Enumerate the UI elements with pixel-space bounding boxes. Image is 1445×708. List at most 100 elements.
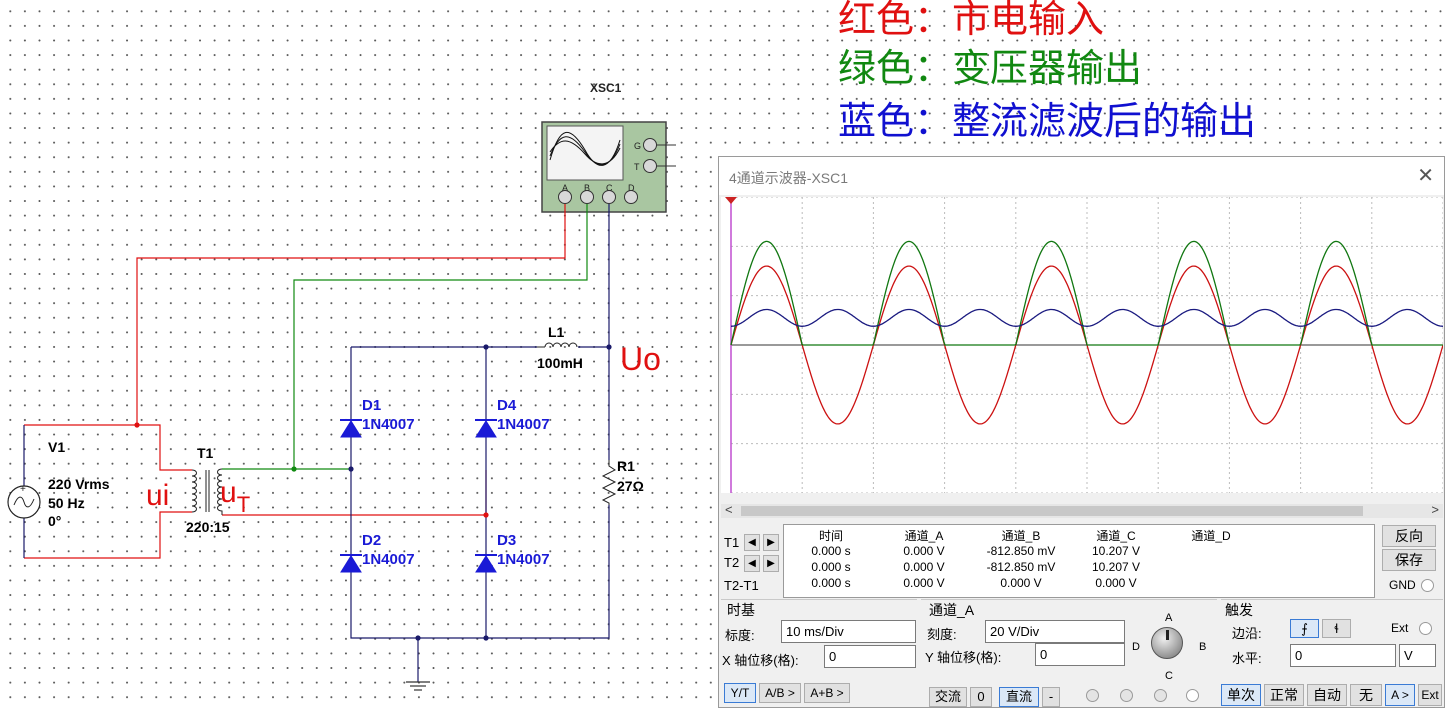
knob-label-a: A [1165, 612, 1173, 624]
oscilloscope-instrument[interactable]: G T A B C D [541, 121, 677, 213]
trigger-source-a-button[interactable]: A > [1385, 684, 1415, 706]
channel-radio-d[interactable] [1186, 689, 1199, 702]
knob-pointer [1166, 630, 1169, 640]
scope-horizontal-scrollbar[interactable]: < > [721, 502, 1443, 518]
rising-edge-icon[interactable]: ⨍ [1290, 619, 1319, 638]
coupling-dc-button[interactable]: 直流 [999, 687, 1039, 707]
label-ut-main: u [220, 476, 237, 509]
trigger-level-unit[interactable]: V [1399, 644, 1436, 667]
scrollbar-thumb[interactable] [741, 506, 1363, 516]
scroll-left-icon[interactable]: < [725, 502, 733, 517]
channel-selector-knob[interactable] [1151, 627, 1183, 659]
t1-left-arrow-icon[interactable]: ◀ [744, 534, 760, 551]
channel-scale-label: 刻度: [927, 627, 957, 642]
scope-title: 4通道示波器-XSC1 [729, 170, 849, 186]
diode-d2-icon[interactable] [340, 554, 362, 573]
mode-ab-button[interactable]: A/B > [759, 683, 801, 703]
scroll-right-icon[interactable]: > [1431, 502, 1439, 517]
channel-scale-field[interactable]: 20 V/Div [985, 620, 1125, 643]
trace-channel-c [730, 308, 1444, 327]
y-position-field[interactable]: 0 [1035, 643, 1125, 666]
t1-right-arrow-icon[interactable]: ▶ [763, 534, 779, 551]
legend-red-text: 红色：市电输入 [838, 0, 1105, 41]
transformer-symbol-icon[interactable] [191, 468, 223, 515]
trigger-edge-label: 边沿: [1232, 626, 1262, 641]
diode-d1-icon[interactable] [340, 419, 362, 438]
diode-d4-icon[interactable] [475, 419, 497, 438]
trigger-normal-button[interactable]: 正常 [1264, 684, 1304, 706]
source-voltage: 220 Vrms [48, 476, 110, 492]
knob-label-c: C [1165, 670, 1173, 682]
scope-pin-t-label: T [634, 162, 640, 172]
label-uo: Uo [620, 341, 661, 377]
scope-display[interactable] [721, 196, 1444, 494]
scope-ref-label: XSC1 [590, 81, 622, 95]
trace-channel-b [730, 240, 1443, 346]
trigger-level-label: 水平: [1232, 651, 1262, 666]
readout-r2-c: 10.207 V [1091, 560, 1141, 574]
close-icon[interactable]: ✕ [1417, 165, 1434, 187]
scope-terminal-t[interactable] [643, 159, 677, 173]
coupling-minus-button[interactable]: - [1042, 687, 1060, 707]
timebase-scale-field[interactable]: 10 ms/Div [781, 620, 916, 643]
readout-header-b: 通道_B [1001, 529, 1041, 543]
transformer-ref: T1 [197, 445, 214, 461]
scope-terminal-a[interactable] [558, 190, 572, 204]
save-button[interactable]: 保存 [1382, 549, 1436, 571]
gnd-terminal[interactable] [1421, 579, 1434, 592]
resistor-symbol-icon[interactable] [601, 460, 617, 505]
source-phase: 0° [48, 513, 61, 529]
label-ui: ui [146, 479, 169, 512]
t2-right-arrow-icon[interactable]: ▶ [763, 555, 779, 572]
circuit-wires[interactable] [23, 204, 610, 682]
trigger-single-button[interactable]: 单次 [1221, 684, 1261, 706]
legend-red: 红色：市电输入 [838, 0, 1104, 44]
timebase-section-label: 时基 [727, 602, 755, 618]
channel-section-label: 通道_A [929, 602, 975, 618]
scope-terminal-b[interactable] [580, 190, 594, 204]
ac-source-symbol-icon[interactable]: + [7, 484, 41, 519]
trigger-level-field[interactable]: 0 [1290, 644, 1396, 667]
scope-terminal-d[interactable] [624, 190, 638, 204]
channel-radio-b[interactable] [1120, 689, 1133, 702]
mode-aplusb-button[interactable]: A+B > [804, 683, 850, 703]
readout-r3-a: 0.000 V [903, 576, 945, 590]
y-position-label: Y 轴位移(格): [925, 650, 1002, 665]
label-ut: uT [220, 476, 250, 517]
trigger-auto-button[interactable]: 自动 [1307, 684, 1347, 706]
diode-d3-model: 1N4007 [497, 551, 550, 568]
readout-table: 时间 通道_A 通道_B 通道_C 通道_D 0.000 s 0.000 V -… [783, 524, 1375, 598]
channel-radio-a[interactable] [1086, 689, 1099, 702]
readout-header-d: 通道_D [1191, 529, 1231, 543]
trigger-source-ext-button[interactable]: Ext [1418, 684, 1442, 706]
readout-r1-b: -812.850 mV [986, 544, 1056, 558]
diode-d3-icon[interactable] [475, 554, 497, 573]
coupling-zero-button[interactable]: 0 [970, 687, 992, 707]
readout-r1-c: 10.207 V [1091, 544, 1141, 558]
falling-edge-icon[interactable]: ɬ [1322, 619, 1351, 638]
coupling-ac-button[interactable]: 交流 [929, 687, 967, 707]
x-position-field[interactable]: 0 [824, 645, 916, 668]
diode-d2-ref: D2 [362, 532, 381, 549]
trigger-ext-radio[interactable] [1419, 622, 1432, 635]
green-wire[interactable] [222, 204, 588, 470]
source-frequency: 50 Hz [48, 495, 85, 511]
t2-left-arrow-icon[interactable]: ◀ [744, 555, 760, 572]
ground-symbol-icon [406, 681, 430, 691]
channel-radio-c[interactable] [1154, 689, 1167, 702]
label-ut-sub: T [237, 492, 250, 517]
trigger-none-button[interactable]: 无 [1350, 684, 1382, 706]
readout-r3-b: 0.000 V [1000, 576, 1042, 590]
scope-terminal-c[interactable] [602, 190, 616, 204]
reverse-button[interactable]: 反向 [1382, 525, 1436, 547]
oscilloscope-window[interactable]: 4通道示波器-XSC1 ✕ < > T1 T2 T2-T1 ◀ ▶ ◀ ▶ 时间… [718, 156, 1445, 708]
readout-header-a: 通道_A [904, 529, 944, 543]
readout-r2-a: 0.000 V [903, 560, 945, 574]
inductor-symbol-icon[interactable] [537, 342, 578, 348]
mode-yt-button[interactable]: Y/T [724, 683, 756, 703]
scope-terminal-g[interactable] [643, 138, 677, 152]
svg-text:+: + [20, 484, 26, 495]
scope-titlebar[interactable]: 4通道示波器-XSC1 ✕ [719, 157, 1444, 195]
scope-screen-icon [549, 131, 621, 166]
gnd-label: GND [1389, 578, 1416, 592]
